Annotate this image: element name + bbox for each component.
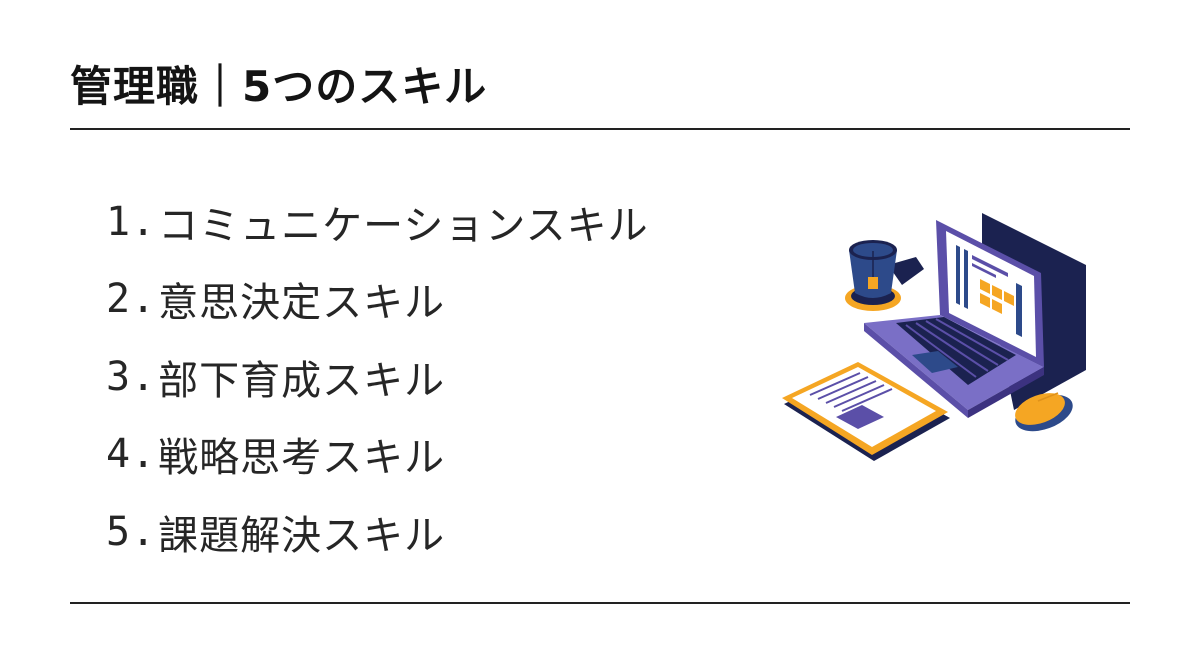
list-item-number: 4. xyxy=(106,431,157,478)
list-item-label: コミュニケーションスキル xyxy=(158,202,649,249)
tablet-document-icon xyxy=(782,362,950,461)
laptop-icon xyxy=(864,213,1086,418)
list-item-label: 戦略思考スキル xyxy=(158,435,446,482)
list-item-number: 1. xyxy=(106,198,157,245)
list-item-label: 課題解決スキル xyxy=(158,512,446,559)
list-item-number: 3. xyxy=(106,353,157,400)
list-item: 3. 部下育成スキル xyxy=(106,338,649,416)
coffee-cup-icon xyxy=(845,240,924,311)
skill-list: 1. コミュニケーションスキル 2. 意思決定スキル 3. 部下育成スキル 4.… xyxy=(106,183,649,571)
list-item: 4. 戦略思考スキル xyxy=(106,416,649,494)
list-item-label: 意思決定スキル xyxy=(158,280,446,327)
list-item: 5. 課題解決スキル xyxy=(106,493,649,571)
list-item: 2. 意思決定スキル xyxy=(106,261,649,339)
list-item-number: 5. xyxy=(106,508,157,555)
list-item-number: 2. xyxy=(106,276,157,323)
bottom-divider xyxy=(70,602,1130,604)
list-item-label: 部下育成スキル xyxy=(158,357,446,404)
list-item: 1. コミュニケーションスキル xyxy=(106,183,649,261)
page-title: 管理職｜5つのスキル xyxy=(70,62,488,111)
mouse-icon xyxy=(1015,392,1073,432)
laptop-workspace-icon xyxy=(776,205,1096,465)
top-divider xyxy=(70,128,1130,130)
